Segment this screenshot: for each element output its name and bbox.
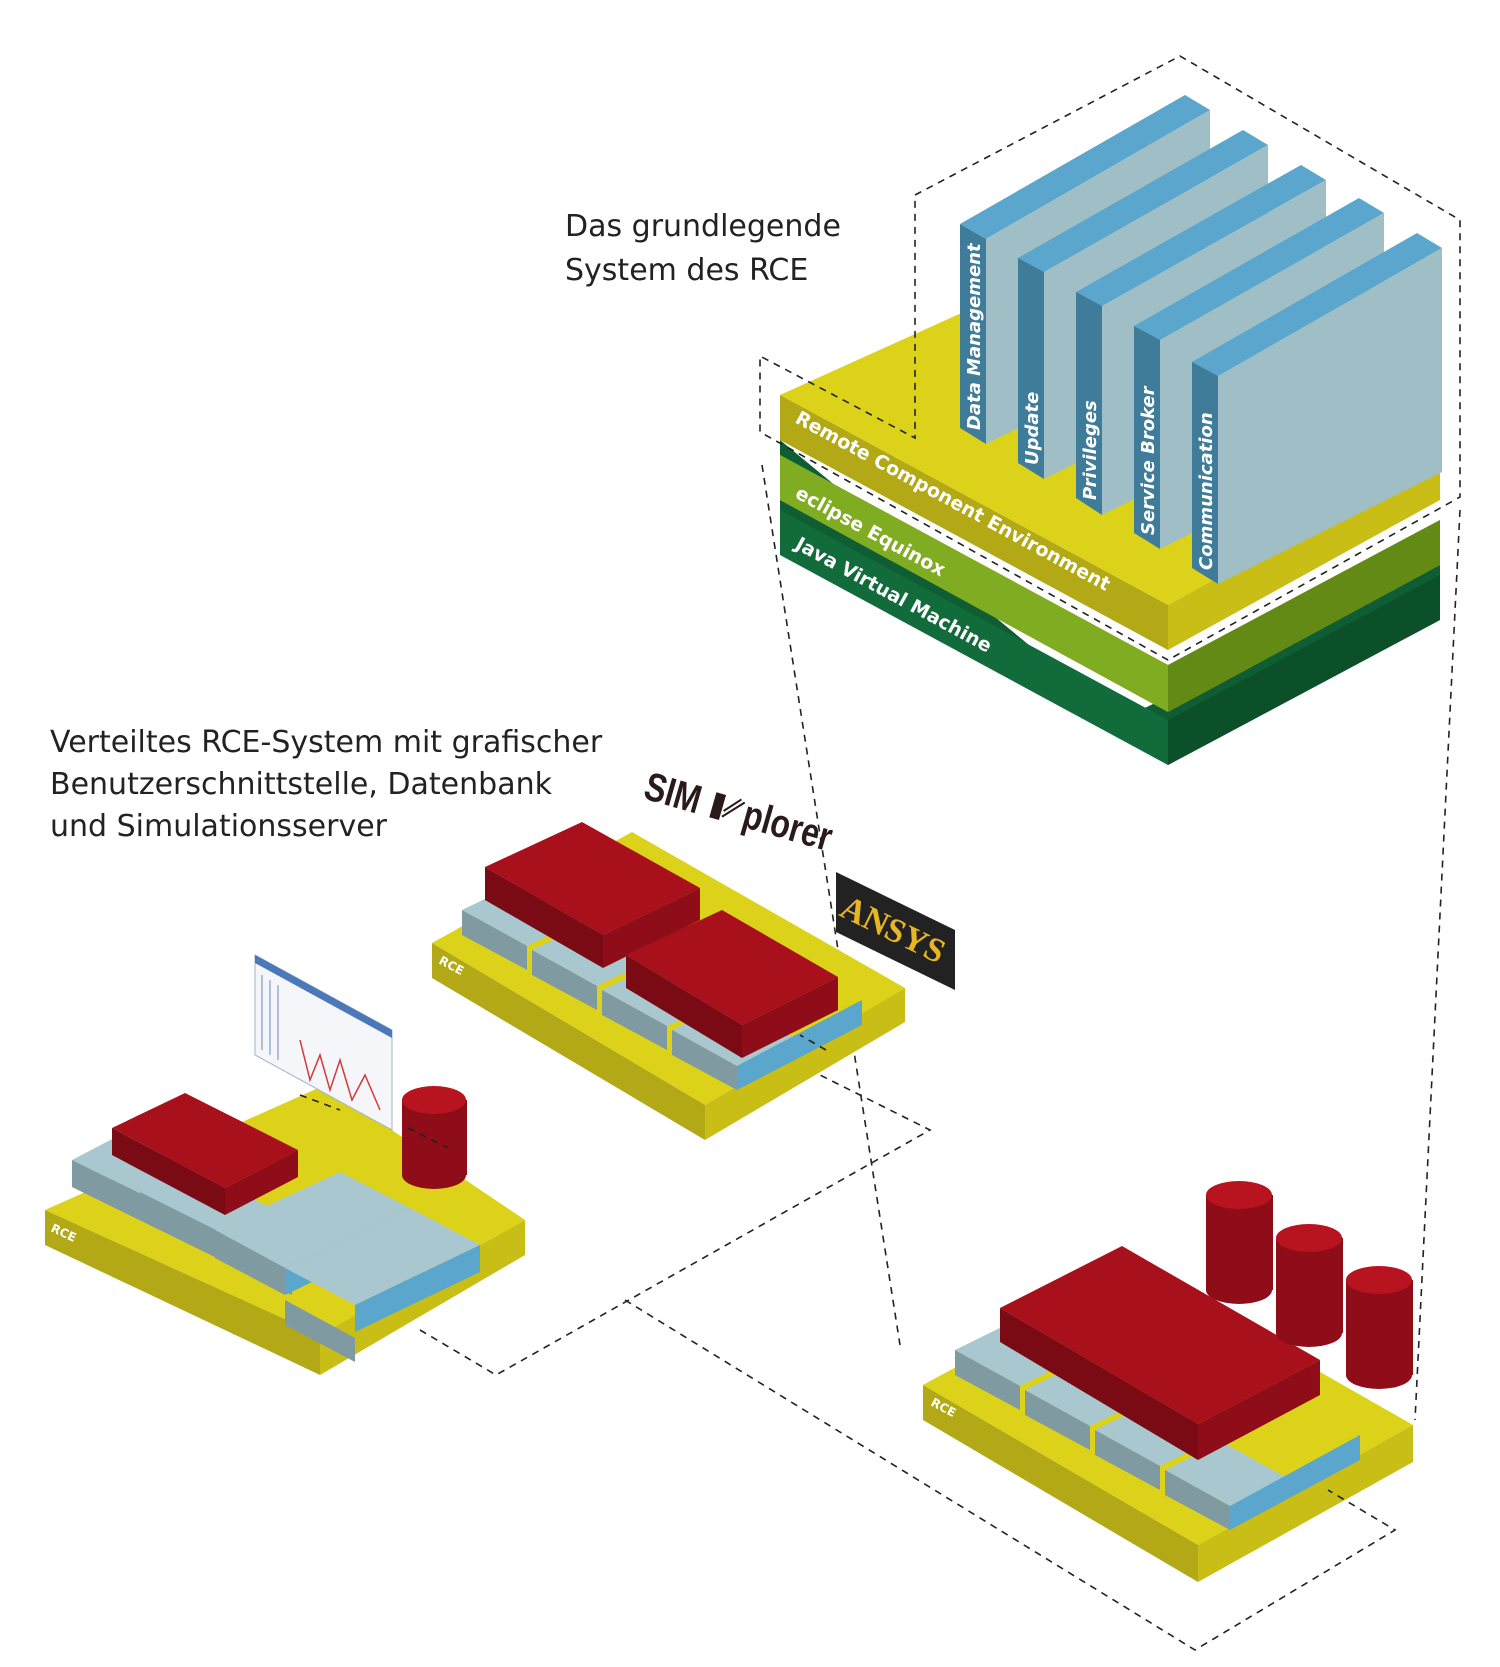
node-middle: RCE SIM plorer ANSYS [432,763,955,1140]
core-caption-line2: System des RCE [565,253,808,288]
core-stack: Remote Component Environment eclipse Equ… [780,95,1442,765]
gui-screenshot [254,954,393,1131]
module-label-privileges: Privileges [1080,400,1101,500]
database-icon [1206,1181,1273,1304]
simplorer-logo-left: SIM [640,763,707,822]
dist-caption-line3: und Simulationsserver [50,809,388,844]
module-label-service-broker: Service Broker [1138,385,1159,535]
database-icon [1346,1266,1413,1389]
core-caption-line1: Das grundlegende [565,209,841,244]
core-dashed-frame [759,55,1461,1421]
module-label-update: Update [1022,392,1043,465]
module-communication: Communication [1192,233,1442,584]
dist-caption-line2: Benutzerschnittstelle, Datenbank [50,767,553,802]
simplorer-logo-right: plorer [738,791,838,860]
module-label-communication: Communication [1196,412,1217,570]
module-label-data-management: Data Management [964,242,985,430]
simplorer-logo: SIM plorer [640,763,838,860]
database-icon [1276,1224,1343,1347]
node-right: RCE [923,1181,1413,1582]
node-left: RCE [45,954,525,1375]
database-icon [402,1086,467,1189]
dist-caption-line1: Verteiltes RCE-System mit grafischer [50,725,603,760]
jvm-layer [780,440,1440,765]
network-connections [299,1034,1397,1651]
equinox-layer [780,455,1440,712]
